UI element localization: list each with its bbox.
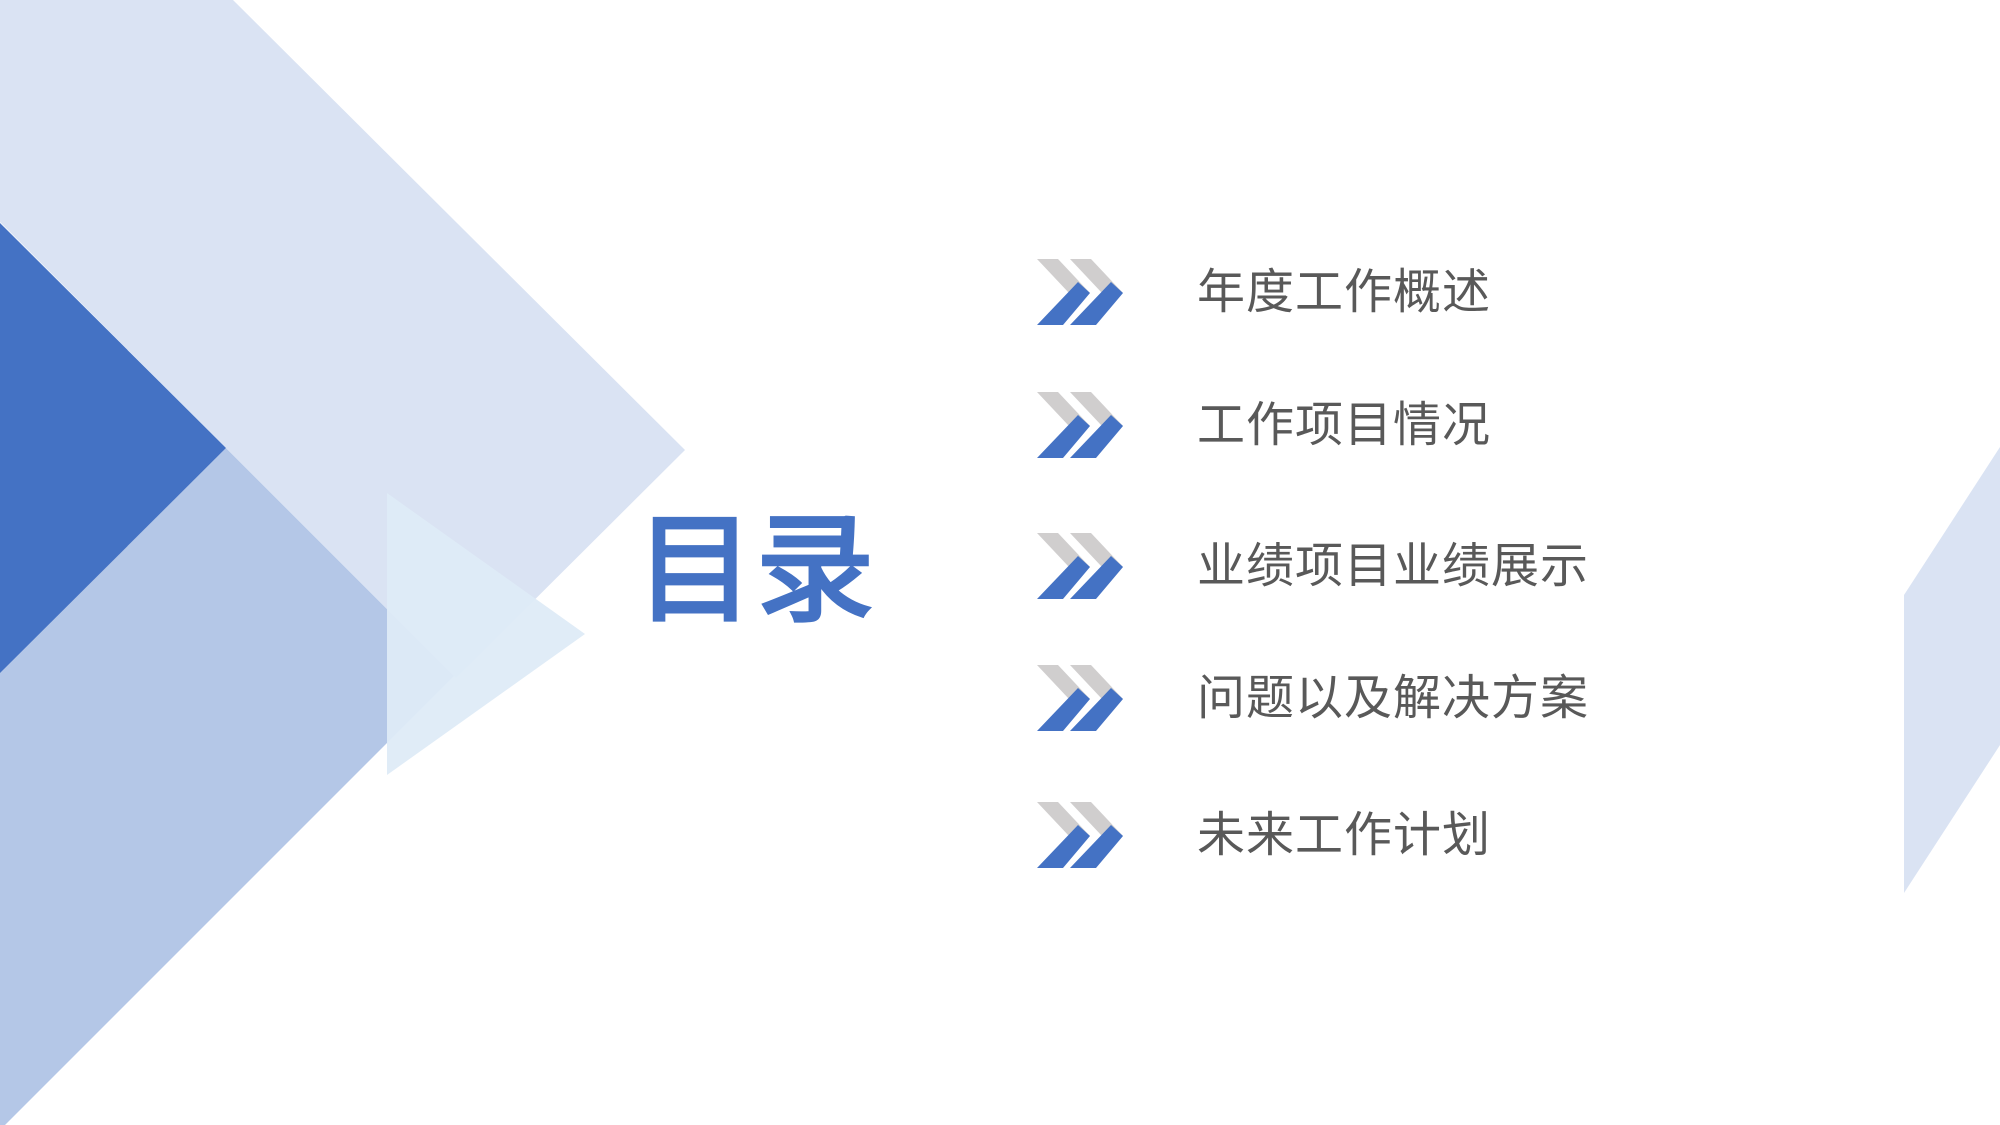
double-chevron-right-icon: [1037, 259, 1123, 325]
toc-item-5[interactable]: 未来工作计划: [1037, 802, 1737, 868]
toc-item-label: 业绩项目业绩展示: [1197, 538, 1590, 594]
toc-item-4[interactable]: 问题以及解决方案: [1037, 665, 1737, 731]
light-blue-diamond-shape: [0, 0, 685, 678]
toc-item-3[interactable]: 业绩项目业绩展示: [1037, 533, 1737, 599]
double-chevron-right-icon: [1037, 392, 1123, 458]
double-chevron-right-icon: [1037, 802, 1123, 868]
dark-blue-triangle-shape: [0, 223, 226, 673]
toc-item-label: 年度工作概述: [1197, 264, 1492, 320]
pale-play-triangle-shape: [387, 493, 585, 775]
toc-item-label: 工作项目情况: [1197, 397, 1492, 453]
double-chevron-right-icon: [1037, 665, 1123, 731]
right-edge-parallelogram-shape: [1904, 447, 2000, 893]
page-title: 目录: [636, 501, 877, 639]
medium-blue-shape: [0, 448, 454, 1125]
toc-item-label: 问题以及解决方案: [1197, 670, 1590, 726]
toc-item-1[interactable]: 年度工作概述: [1037, 259, 1737, 325]
toc-item-label: 未来工作计划: [1197, 807, 1492, 863]
toc-item-2[interactable]: 工作项目情况: [1037, 392, 1737, 458]
double-chevron-right-icon: [1037, 533, 1123, 599]
